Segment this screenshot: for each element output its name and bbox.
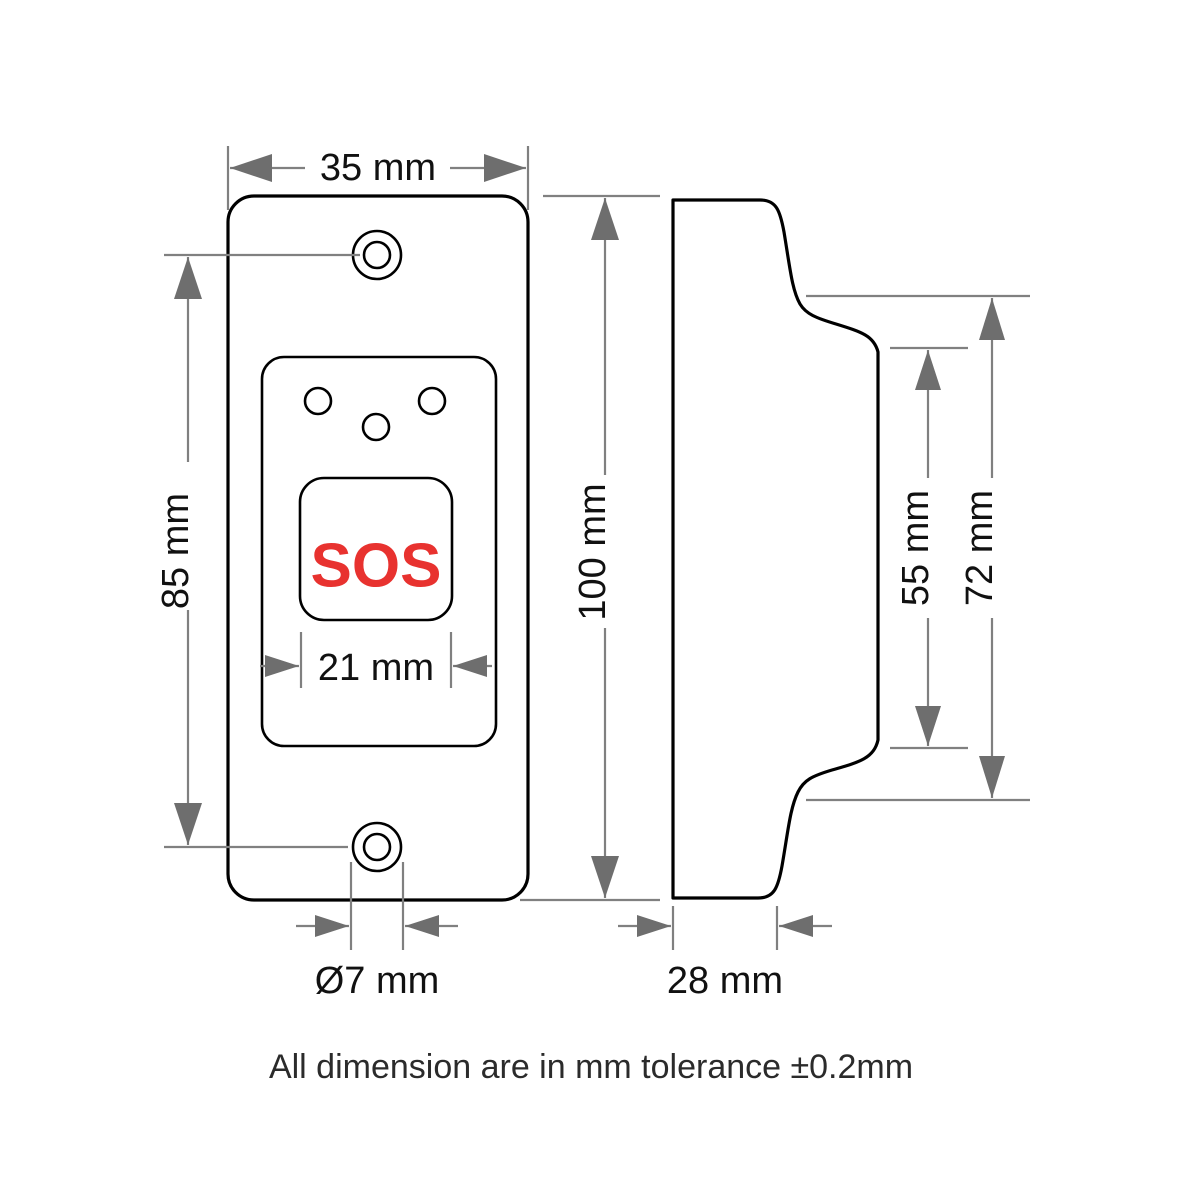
- dimension-label-100mm: 100 mm: [572, 483, 614, 620]
- mounting-hole-bottom-outer: [351, 821, 403, 873]
- arrow-down: [591, 856, 619, 898]
- dimension-label-21mm: 21 mm: [318, 647, 434, 689]
- front-view: SOS: [226, 194, 530, 902]
- dimension-label-72mm: 72 mm: [959, 490, 1001, 606]
- dimension-height-72: 72 mm: [806, 294, 1030, 802]
- dimension-height-100: 100 mm: [520, 194, 660, 902]
- side-view: [671, 198, 880, 900]
- arrow-right: [453, 655, 487, 677]
- arrow-left: [315, 915, 349, 937]
- dimension-height-55: 55 mm: [890, 346, 968, 750]
- arrow-right: [779, 915, 813, 937]
- arrow-up: [979, 298, 1005, 340]
- dimension-depth-28: 28 mm: [618, 906, 832, 1002]
- mounting-hole-top-inner: [362, 240, 392, 270]
- faceplate-outline: [226, 194, 530, 902]
- dimension-label-85mm: 85 mm: [155, 493, 197, 609]
- dimension-label-35mm: 35 mm: [320, 147, 436, 189]
- arrow-down: [979, 756, 1005, 798]
- drawing-caption: All dimension are in mm tolerance ±0.2mm: [269, 1048, 913, 1086]
- indicator-hole-left: [303, 386, 333, 416]
- sos-button-label: SOS: [311, 531, 442, 600]
- arrow-down: [915, 706, 941, 746]
- dimension-label-55mm: 55 mm: [895, 490, 937, 606]
- arrow-left: [230, 154, 272, 182]
- arrow-right: [484, 154, 526, 182]
- arrow-right: [405, 915, 439, 937]
- dimension-width-35: 35 mm: [226, 146, 530, 210]
- arrow-left: [265, 655, 299, 677]
- arrow-left: [637, 915, 671, 937]
- indicator-hole-right: [417, 386, 447, 416]
- dimension-label-dia7mm: Ø7 mm: [315, 960, 440, 1002]
- dimension-button-21: 21 mm: [260, 632, 492, 689]
- arrow-up: [174, 257, 202, 299]
- mounting-hole-bottom-inner: [362, 832, 392, 862]
- dimension-height-85: 85 mm: [155, 253, 360, 849]
- recessed-panel-outline: [260, 355, 498, 748]
- side-profile-outline: [671, 198, 880, 900]
- arrow-down: [174, 803, 202, 845]
- arrow-up: [915, 350, 941, 390]
- sos-button-outline[interactable]: [298, 476, 454, 622]
- dimension-label-28mm: 28 mm: [667, 960, 783, 1002]
- dimension-hole-dia-7: Ø7 mm: [296, 862, 458, 1002]
- arrow-up: [591, 198, 619, 240]
- mounting-hole-top-outer: [351, 229, 403, 281]
- indicator-hole-center: [361, 412, 391, 442]
